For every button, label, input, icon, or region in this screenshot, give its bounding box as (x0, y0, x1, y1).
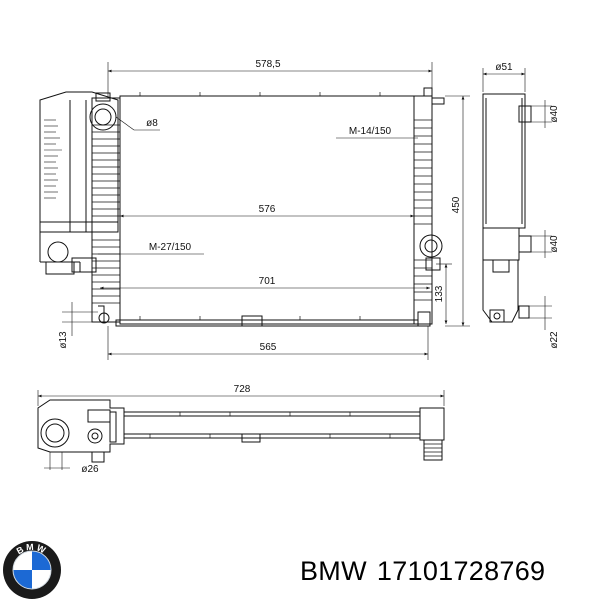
left-header-tank (71, 97, 121, 324)
dim-diameter-22: ø22 (549, 331, 560, 349)
dim-diameter-40-bottom: ø40 (549, 235, 560, 253)
dimension-lines (37, 62, 552, 470)
part-caption: BMW 17101728769 (300, 556, 545, 587)
dim-diameter-8: ø8 (146, 118, 158, 129)
dim-576: 576 (259, 204, 276, 215)
dim-565: 565 (260, 342, 277, 353)
radiator-technical-drawing: 578,5 576 701 565 728 450 133 ø51 ø40 ø4… (37, 59, 560, 475)
svg-text:BMW: BMW (15, 542, 49, 556)
dim-450: 450 (451, 196, 462, 213)
dim-133: 133 (434, 285, 445, 302)
thread-m14: M-14/150 (349, 126, 392, 137)
dim-diameter-51: ø51 (495, 62, 513, 73)
right-header-tank (413, 87, 445, 327)
thread-m27: M-27/150 (149, 242, 192, 253)
dim-diameter-26: ø26 (81, 464, 99, 475)
maker-name: BMW (300, 556, 367, 586)
bmw-logo-icon: BMW (3, 541, 61, 599)
dim-diameter-13: ø13 (58, 331, 69, 349)
top-view (37, 399, 445, 463)
part-number: 17101728769 (376, 556, 546, 586)
dim-diameter-40-top: ø40 (549, 105, 560, 123)
dim-701: 701 (259, 276, 276, 287)
expansion-tank (39, 91, 119, 275)
dim-578-5: 578,5 (255, 59, 280, 70)
dim-728: 728 (234, 384, 251, 395)
side-view (482, 93, 532, 323)
